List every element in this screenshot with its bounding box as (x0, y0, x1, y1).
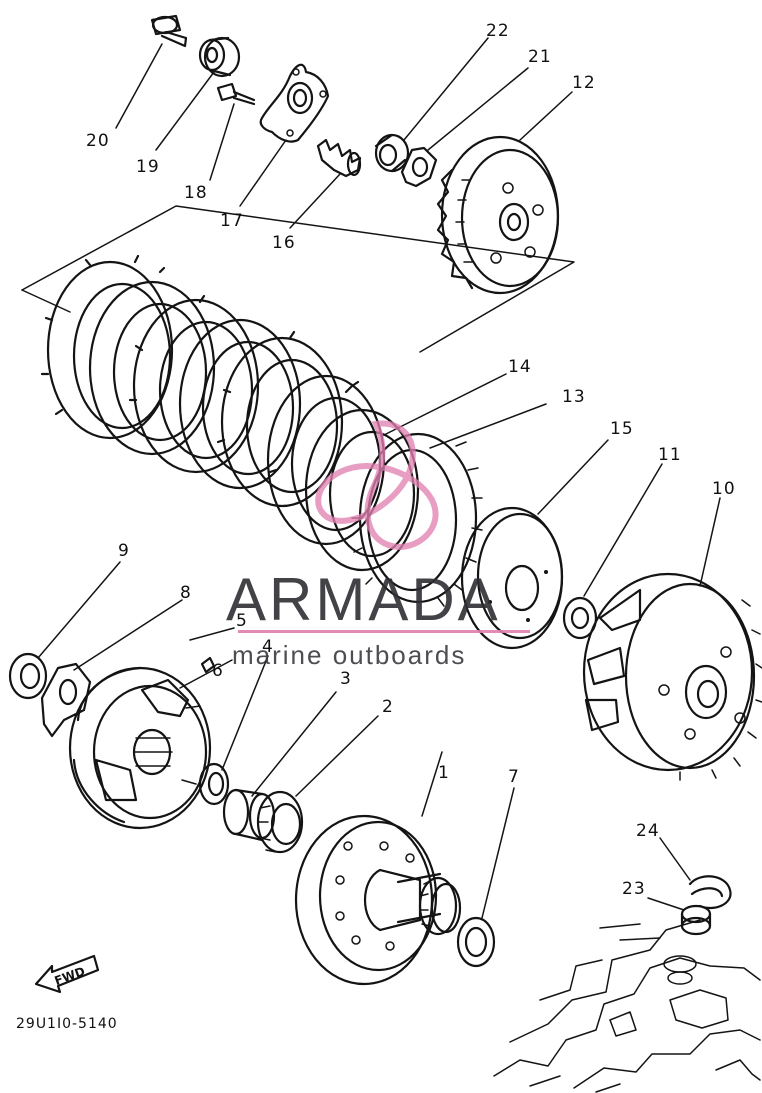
armada-watermark: ARMADA marine outboards (226, 420, 530, 670)
part-15-plate (460, 506, 564, 650)
part-9-washer (8, 652, 48, 700)
callout-7: 7 (508, 767, 520, 787)
callout-10: 10 (712, 479, 736, 499)
part-22-nut (374, 133, 410, 173)
clutch-plate-3 (128, 294, 260, 474)
callout-18: 18 (184, 183, 208, 203)
part-11-circlip (562, 596, 598, 640)
callout-6: 6 (212, 661, 224, 681)
part-7-washer (456, 916, 496, 968)
part-19-bearing (198, 36, 241, 78)
callout-23: 23 (622, 879, 646, 899)
callout-9: 9 (118, 541, 130, 561)
leader-lines (37, 37, 721, 919)
part-24-circlip (688, 875, 732, 910)
callout-22: 22 (486, 21, 510, 41)
callout-17: 17 (220, 211, 244, 231)
callout-12: 12 (572, 73, 596, 93)
fwd-label: FWD (53, 964, 87, 988)
part-18-bolt (216, 82, 256, 106)
clutch-plate-5 (216, 330, 344, 508)
callout-1: 1 (438, 763, 450, 783)
watermark-logo-swirl (315, 420, 439, 550)
diagram-code: 29U1I0-5140 (16, 1016, 118, 1032)
forward-arrow-indicator: FWD (34, 954, 100, 994)
part-16-spring (316, 138, 362, 178)
callout-14: 14 (508, 357, 532, 377)
callout-8: 8 (180, 583, 192, 603)
clutch-plate-2 (88, 280, 216, 456)
part-14-friction-plate (304, 408, 420, 572)
part-20-pin (150, 14, 188, 48)
part-6-shoe-assembly (68, 666, 212, 830)
watermark-rule (238, 630, 530, 633)
clutch-plate-stack (40, 254, 386, 546)
crankcase-section (493, 919, 761, 1093)
callout-16: 16 (272, 233, 296, 253)
clutch-plate-4 (178, 318, 302, 490)
part-21-lock-washer (400, 146, 438, 188)
callout-15: 15 (610, 419, 634, 439)
part-12-clutch-boss (436, 135, 560, 295)
part-4-washer (198, 762, 230, 806)
part-10-clutch-housing (582, 572, 762, 781)
part-2-needle-bearing (256, 790, 304, 854)
callout-21: 21 (528, 47, 552, 67)
part-1-drive-assembly (294, 814, 462, 986)
callout-labels: 1 2 3 4 5 6 7 8 9 10 11 12 13 14 15 16 1… (86, 21, 736, 899)
part-23-cap (680, 904, 712, 936)
callout-13: 13 (562, 387, 586, 407)
callout-4: 4 (262, 637, 274, 657)
callout-5: 5 (236, 611, 248, 631)
callout-20: 20 (86, 131, 110, 151)
part-5-pin-bracket (189, 627, 235, 674)
callout-2: 2 (382, 697, 394, 717)
clutch-plate-1 (40, 254, 174, 440)
plate-group-bracket (21, 205, 575, 353)
watermark-brand: ARMADA (226, 566, 501, 633)
callout-3: 3 (340, 669, 352, 689)
watermark-tagline: marine outboards (232, 640, 466, 670)
part-17-lifter-plate (259, 63, 330, 143)
callout-24: 24 (636, 821, 660, 841)
callout-19: 19 (136, 157, 160, 177)
callout-11: 11 (658, 445, 682, 465)
part-8-lock-plate (40, 662, 92, 738)
